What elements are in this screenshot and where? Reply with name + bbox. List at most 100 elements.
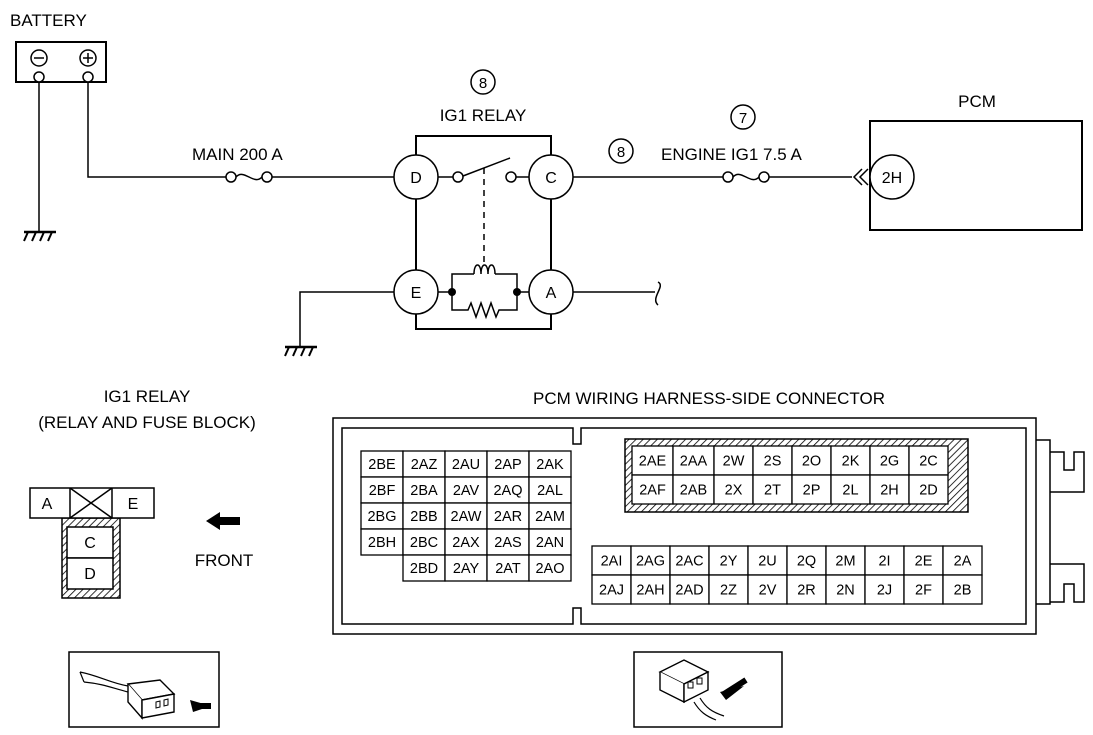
connector-pin-cell: 2AQ xyxy=(486,476,530,504)
connector-pin-label: 2AA xyxy=(680,454,708,470)
connector-pin-label: 2BH xyxy=(368,535,396,551)
connector-pin-cell: 2M xyxy=(825,545,866,576)
connector-pin-label: 2AG xyxy=(636,554,665,570)
connector-pin-cell: 2BB xyxy=(402,502,446,530)
connector-pin-label: 2BD xyxy=(410,561,438,577)
relay-pin-d xyxy=(393,154,439,200)
connector-pin-label: 2BG xyxy=(367,509,396,525)
relay-face-view: IG1 RELAY (RELAY AND FUSE BLOCK) A E C D… xyxy=(29,387,256,599)
relay-a-wire xyxy=(573,281,661,306)
connector-pin-cell: 2V xyxy=(747,574,788,605)
pcm-pin-label: 2H xyxy=(882,170,902,187)
connector-pin-cell: 2AJ xyxy=(591,574,632,605)
connector-pin-label: 2E xyxy=(915,554,933,570)
connector-pin-cell: 2T xyxy=(752,474,793,505)
connector-pin-label: 2AQ xyxy=(493,483,522,499)
connector-pin-cell: 2L xyxy=(830,474,871,505)
connector-pin-cell: 2X xyxy=(713,474,754,505)
connector-pin-label: 2C xyxy=(919,454,938,470)
connector-pin-label: 2P xyxy=(803,483,821,499)
connector-pin-cell: 2S xyxy=(752,445,793,476)
connector-arrow-icon xyxy=(852,168,869,186)
relay-number: 8 xyxy=(479,75,487,92)
connector-pin-cell: 2AI xyxy=(591,545,632,576)
connector-pin-cell: 2BF xyxy=(360,476,404,504)
relay-side-number: 8 xyxy=(617,144,625,161)
connector-pin-label: 2AR xyxy=(494,509,522,525)
connector-pin-label: 2M xyxy=(835,554,855,570)
connector-pin-label: 2AI xyxy=(601,554,623,570)
connector-pin-label: 2AP xyxy=(494,457,521,473)
connector-pin-cell: 2BA xyxy=(402,476,446,504)
connector-pin-label: 2Y xyxy=(720,554,738,570)
main-wire: MAIN 200 A xyxy=(87,82,394,183)
fuse-number: 7 xyxy=(739,110,747,127)
ground-icon xyxy=(23,230,56,242)
connector-pin-label: 2AB xyxy=(680,483,707,499)
connector-pin-label: 2BE xyxy=(368,457,396,473)
connector-pin-label: 2U xyxy=(758,554,777,570)
relay-label: IG1 RELAY xyxy=(440,106,527,125)
connector-pin-label: 2BB xyxy=(410,509,437,525)
connector-pin-label: 2O xyxy=(802,454,821,470)
connector-pin-label: 2AU xyxy=(452,457,480,473)
connector-pin-cell: 2AN xyxy=(528,528,572,556)
connector-pin-label: 2K xyxy=(842,454,860,470)
connector-pin-cell: 2A xyxy=(942,545,983,576)
connector-pin-cell: 2AF xyxy=(631,474,674,505)
connector-pin-cell: 2Z xyxy=(708,574,749,605)
relay-pin-c-label: C xyxy=(545,170,557,187)
connector-pin-cell: 2J xyxy=(864,574,905,605)
relay-face-pin-a: A xyxy=(42,496,53,513)
connector-title: PCM WIRING HARNESS-SIDE CONNECTOR xyxy=(533,389,885,408)
connector-pin-cell: 2B xyxy=(942,574,983,605)
connector-pin-label: 2AD xyxy=(675,583,703,599)
connector-pin-cell: 2AE xyxy=(631,445,674,476)
pointer-arrow-icon xyxy=(720,686,744,700)
connector-pin-label: 2AJ xyxy=(599,583,624,599)
connector-pin-cell: 2AH xyxy=(630,574,671,605)
connector-pin-label: 2N xyxy=(836,583,855,599)
connector-pin-label: 2H xyxy=(880,483,899,499)
connector-pin-cell: 2AV xyxy=(444,476,488,504)
front-label: FRONT xyxy=(195,551,254,570)
connector-pin-cell: 2BE xyxy=(360,450,404,478)
connector-pin-cell: 2AZ xyxy=(402,450,446,478)
connector-pin-label: 2AV xyxy=(453,483,480,499)
connector-pin-cell: 2P xyxy=(791,474,832,505)
ground-icon xyxy=(284,345,317,357)
relay-face-pin-d: D xyxy=(84,566,96,583)
connector-pin-label: 2Q xyxy=(797,554,816,570)
connector-pin-cell: 2AW xyxy=(444,502,488,530)
connector-pin-label: 2X xyxy=(725,483,743,499)
connector-pin-label: 2AH xyxy=(636,583,664,599)
connector-pin-label: 2AO xyxy=(535,561,564,577)
connector-pin-label: 2AL xyxy=(537,483,563,499)
connector-pin-cell: 2AB xyxy=(672,474,715,505)
connector-pin-cell: 2BH xyxy=(360,528,404,556)
connector-pin-cell: 2F xyxy=(903,574,944,605)
connector-pin-cell: 2AD xyxy=(669,574,710,605)
battery-label: BATTERY xyxy=(10,11,87,30)
connector-pin-label: 2BF xyxy=(369,483,396,499)
connector-pin-label: 2AS xyxy=(494,535,521,551)
relay-face-pin-e: E xyxy=(128,496,139,513)
relay-view-title-1: IG1 RELAY xyxy=(104,387,191,406)
relay-pin-d-label: D xyxy=(410,170,422,187)
connector-pin-label: 2BC xyxy=(410,535,438,551)
relay-face-pin-c: C xyxy=(84,535,96,552)
connector-pin-cell: 2K xyxy=(830,445,871,476)
connector-pin-cell: 2AX xyxy=(444,528,488,556)
relay-ground-wire xyxy=(284,291,394,357)
wire-break-icon xyxy=(655,281,661,306)
connector-pin-cell: 2AS xyxy=(486,528,530,556)
connector-pin-label: 2AX xyxy=(452,535,480,551)
connector-pin-cell: 2AL xyxy=(528,476,572,504)
pcm-connector-location-image xyxy=(633,651,783,728)
connector-pin-cell: 2Q xyxy=(786,545,827,576)
connector-pin-label: 2V xyxy=(759,583,777,599)
coil-icon xyxy=(473,264,496,275)
connector-pin-label: 2S xyxy=(764,454,782,470)
connector-pin-cell: 2AY xyxy=(444,554,488,582)
